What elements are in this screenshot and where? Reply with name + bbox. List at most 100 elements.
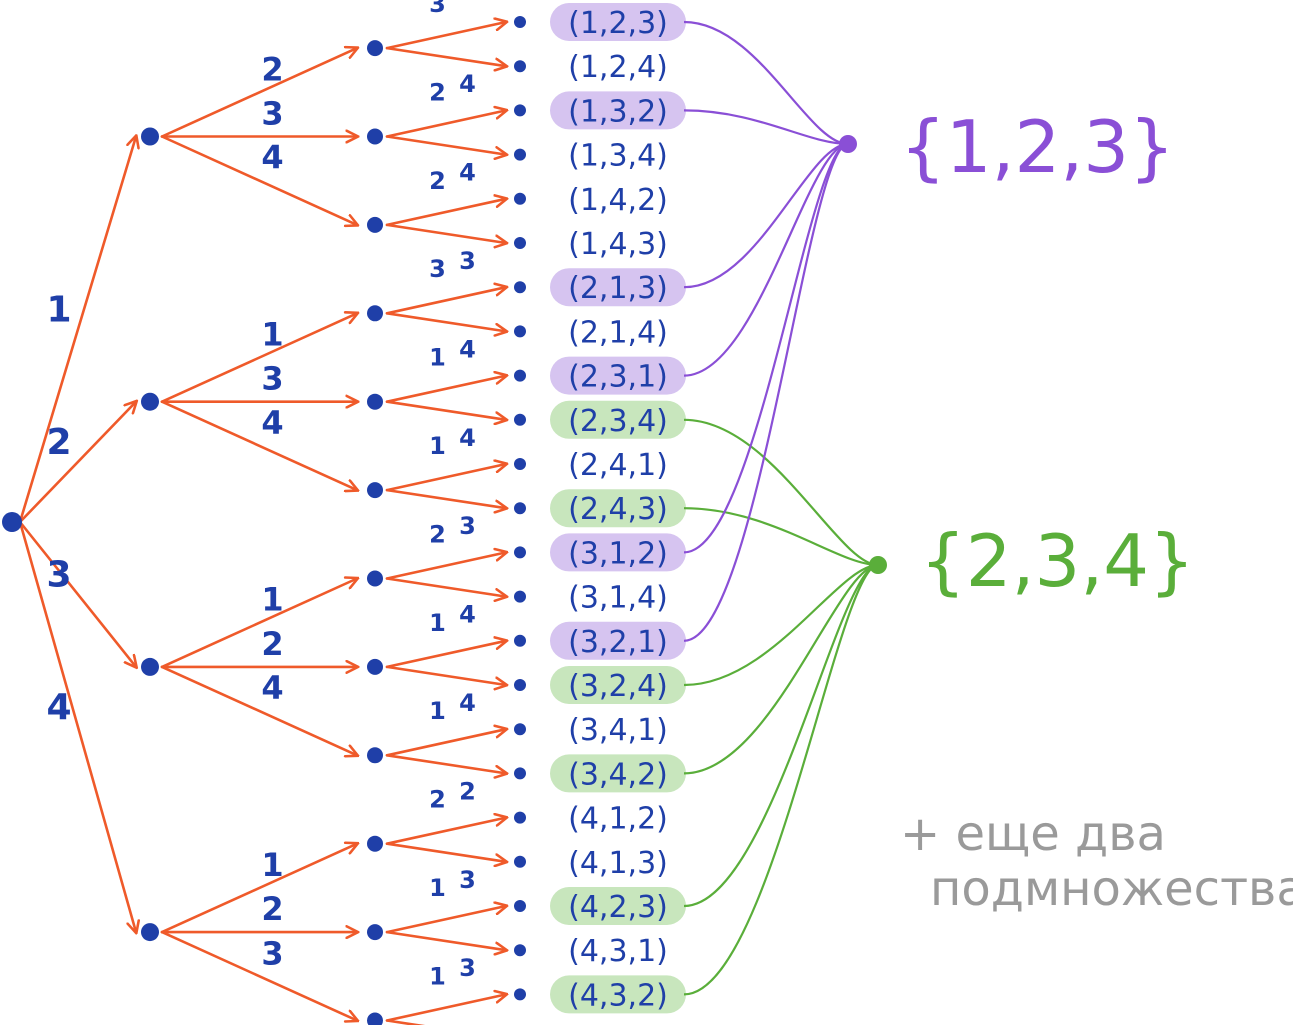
tuple-label: (4,2,3) (568, 890, 668, 925)
note-line-1: + еще два (900, 806, 1166, 862)
tuple-list: (1,2,3)(1,2,4)(1,3,2)(1,3,4)(1,4,2)(1,4,… (568, 6, 668, 1013)
level2-edge (385, 906, 506, 934)
level1-edge (160, 844, 357, 934)
level1-edge (160, 930, 357, 1020)
level2-edge-label: 2 (429, 167, 446, 195)
tuple-highlight-green (550, 400, 686, 439)
level2-edge (385, 199, 506, 227)
level1-edge-label: 3 (261, 934, 283, 972)
level2-edge-label: 4 (459, 159, 476, 187)
level2-edge-label: 4 (459, 70, 476, 98)
level2-node (367, 747, 383, 764)
connector-green (683, 563, 879, 996)
level2-node (367, 216, 383, 233)
level1-edge-label: 1 (261, 846, 283, 884)
tuple-highlight-green (550, 754, 686, 793)
level2-node (367, 835, 383, 852)
level2-edge-label: 3 (459, 954, 476, 982)
tuple-label: (2,1,3) (568, 271, 668, 306)
level2-edge-label: 4 (459, 689, 476, 717)
leaf-node (514, 988, 526, 1001)
leaf-node (514, 679, 526, 691)
subset-label-purple: {1,2,3} (900, 105, 1175, 189)
level2-edge (385, 641, 506, 669)
level2-edge (385, 994, 506, 1022)
level1-edge-label: 3 (261, 360, 283, 398)
level2-edge-label: 1 (429, 874, 446, 902)
connector-purple (683, 142, 849, 377)
tuple-highlight-green (550, 489, 686, 528)
connector-purple (683, 142, 849, 554)
level1-edge (160, 313, 357, 404)
connector-green (683, 507, 879, 567)
leaf-node (514, 723, 526, 736)
level1-edge (160, 579, 357, 669)
level2-edge-label: 1 (429, 697, 446, 725)
leaf-node (514, 148, 526, 161)
level1-edge-label: 4 (261, 404, 283, 442)
tuple-label: (4,1,2) (568, 802, 668, 837)
root-edge-label: 4 (46, 687, 71, 728)
level2-edge (385, 464, 506, 492)
root-edge-label: 3 (46, 554, 71, 595)
tuple-label: (4,1,3) (568, 846, 668, 881)
level2-edge (385, 223, 506, 243)
level2-edge-label: 1 (429, 962, 446, 990)
level1-edge-label: 1 (261, 316, 283, 354)
level2-edge (385, 665, 506, 685)
level2-edge (385, 930, 506, 950)
level2-edge-label: 3 (459, 866, 476, 894)
level2-edge-label: 4 (459, 335, 476, 363)
level2-edge (385, 46, 506, 66)
root-edge (18, 520, 136, 932)
connector-green (683, 563, 879, 687)
tuple-label: (3,1,2) (568, 536, 668, 571)
level2-edge-label: 3 (429, 0, 446, 18)
leaf-node (514, 413, 526, 426)
tuple-highlight-purple (550, 356, 686, 395)
tuple-label: (4,3,1) (568, 934, 668, 969)
note-line-2: подмножества (930, 861, 1293, 917)
tuple-highlights (550, 3, 686, 1014)
level2-edge-label: 3 (429, 255, 446, 283)
connector-purple (683, 142, 849, 642)
subset-labels: {1,2,3}{2,3,4} (900, 105, 1195, 603)
root-edge (18, 137, 136, 524)
leaf-node (514, 502, 526, 515)
level2-edge (385, 552, 506, 580)
tuple-label: (1,4,2) (568, 183, 668, 218)
connector-green (683, 563, 879, 775)
root-edge-label: 1 (46, 289, 71, 330)
level2-edge (385, 400, 506, 420)
tuple-highlight-green (550, 887, 686, 925)
level2-edge (385, 729, 506, 757)
level2-edge (385, 1019, 426, 1025)
level2-edge (385, 818, 506, 846)
root-edge (18, 402, 136, 524)
level1-edge (160, 400, 357, 490)
connector-green (683, 418, 879, 567)
note: + еще два подмножества (900, 806, 1293, 917)
level2-edge (385, 135, 506, 155)
tuple-label: (1,4,3) (568, 227, 668, 262)
tuple-label: (1,2,3) (568, 6, 668, 41)
leaf-node (514, 811, 526, 824)
connector-purple (683, 20, 849, 146)
level2-node (367, 40, 383, 57)
level1-node (141, 923, 159, 942)
tuple-label: (3,4,1) (568, 713, 668, 748)
leaf-node (514, 281, 526, 294)
level2-edge-label: 2 (429, 78, 446, 106)
leaf-node (514, 369, 526, 382)
level2-edge-label: 4 (459, 424, 476, 452)
level2-edge (385, 287, 506, 315)
leaf-node (514, 192, 526, 205)
level2-edge-label: 2 (429, 520, 446, 548)
level1-edge-label: 2 (261, 625, 283, 663)
tuple-highlight-purple (550, 533, 686, 572)
leaf-node (514, 104, 526, 117)
level1-edge (160, 665, 357, 755)
root-edge (18, 520, 136, 667)
leaf-node (514, 944, 526, 957)
